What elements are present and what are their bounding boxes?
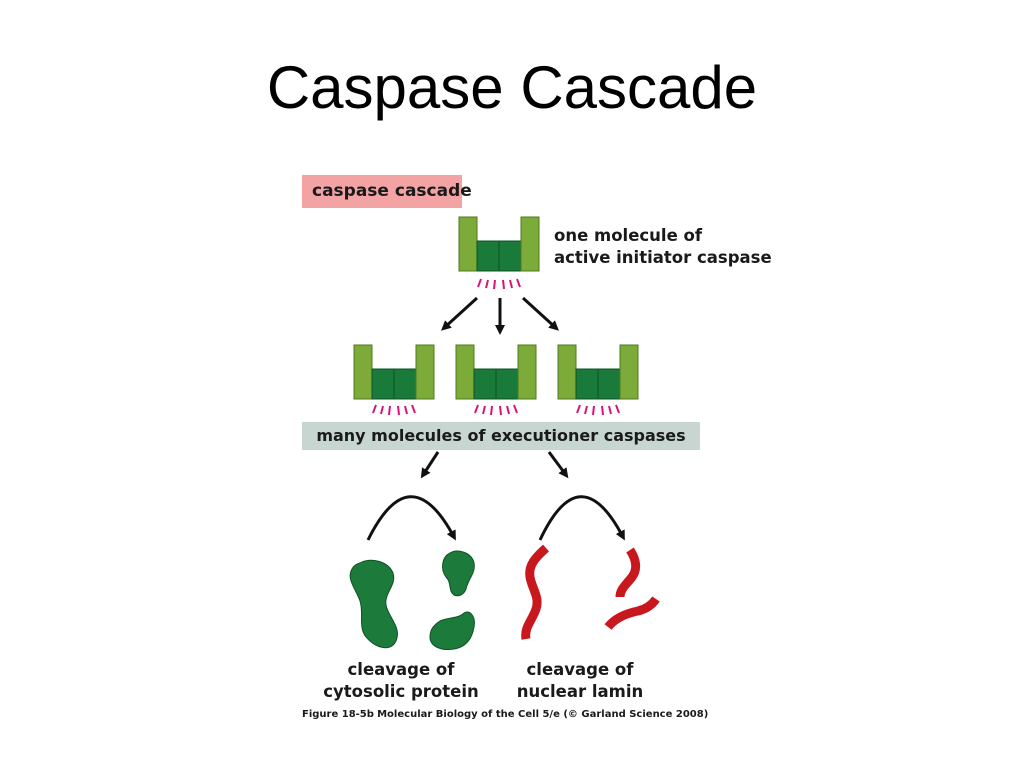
executioner-caspases-label: many molecules of executioner caspases (302, 422, 700, 450)
cytosolic-protein-fragment-icon (442, 550, 475, 597)
slide-title: Caspase Cascade (266, 54, 758, 121)
cytosolic-protein-intact-icon (349, 559, 398, 649)
executioner-caspase-icon (353, 344, 435, 416)
cytosolic-label-line: cytosolic protein (323, 682, 479, 701)
cytosolic-label-line: cleavage of (347, 660, 455, 679)
executioner-caspase-icon (455, 344, 537, 416)
nuclear-lamin-fragment-icon (615, 547, 641, 598)
nuclear-lamin-label: cleavage of nuclear lamin (495, 659, 665, 703)
lamin-label-line: cleavage of (526, 660, 634, 679)
caspase-cascade-heading: caspase cascade (302, 175, 472, 208)
cytosolic-protein-label: cleavage of cytosolic protein (316, 659, 486, 703)
initiator-caspase-label: one molecule of active initiator caspase (554, 225, 774, 269)
lamin-label-line: nuclear lamin (516, 682, 644, 701)
initiator-caspase-icon (458, 216, 540, 290)
caspase-cascade-figure: caspase cascade one molecule of active i… (290, 165, 772, 740)
caption-figure-number: Figure 18-5b (302, 709, 374, 720)
initiator-label-line: one molecule of (554, 226, 703, 245)
cleavage-arrows (366, 451, 625, 541)
executioner-caspase-icon (557, 344, 639, 416)
nuclear-lamin-intact-icon (521, 544, 550, 640)
caption-source: Molecular Biology of the Cell 5/e (© Gar… (377, 709, 709, 720)
cytosolic-protein-fragment-icon (429, 611, 475, 650)
nuclear-lamin-fragment-icon (604, 596, 660, 631)
activation-arrows (441, 296, 559, 335)
initiator-label-line: active initiator caspase (554, 248, 772, 267)
active-site-marks (477, 278, 521, 290)
cascade-diagram-svg (349, 216, 660, 650)
figure-caption: Figure 18-5b Molecular Biology of the Ce… (302, 709, 708, 720)
